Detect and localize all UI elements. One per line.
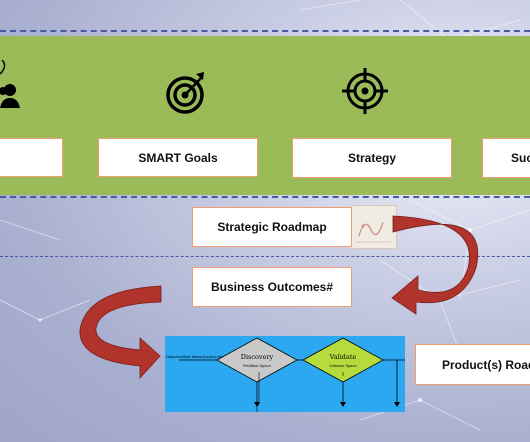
validate-subtitle: Solution Space	[329, 364, 356, 368]
strategic-roadmap-label: Strategic Roadmap	[217, 220, 327, 234]
target-arrow-icon	[166, 72, 204, 114]
left-partial-box	[0, 138, 63, 177]
business-outcomes-label: Business Outcomes#	[210, 280, 334, 294]
strategic-roadmap-box: Strategic Roadmap	[192, 207, 352, 247]
strategy-box: Strategy	[292, 138, 452, 178]
roadmap-plan-image	[350, 205, 397, 249]
success-partial-box: Suc	[482, 138, 530, 178]
crosshair-icon	[342, 68, 388, 114]
success-partial-label: Suc	[511, 151, 530, 165]
middle-divider	[0, 256, 530, 257]
discovery-title: Discovery	[241, 353, 274, 361]
process-start-label: Opportunities Ideas/Assump tions	[166, 355, 227, 359]
business-outcomes-box: Business Outcomes#	[192, 267, 352, 307]
curved-arrow-right	[391, 215, 478, 315]
people-icon	[0, 60, 20, 108]
product-roadmap-box: Product(s) Roadm	[415, 344, 530, 385]
top-divider	[0, 30, 530, 32]
discovery-process-diagram: Opportunities Ideas/Assump tions Discove…	[165, 336, 405, 412]
discovery-subtitle: Problem Space	[243, 364, 270, 368]
band-divider	[0, 196, 530, 198]
validate-title: Validate	[329, 353, 357, 361]
strategy-label: Strategy	[347, 151, 397, 165]
curved-arrow-left	[79, 285, 162, 380]
product-roadmap-label: Product(s) Roadm	[442, 357, 530, 372]
smart-goals-box: SMART Goals	[98, 138, 258, 177]
smart-goals-label: SMART Goals	[138, 150, 218, 165]
